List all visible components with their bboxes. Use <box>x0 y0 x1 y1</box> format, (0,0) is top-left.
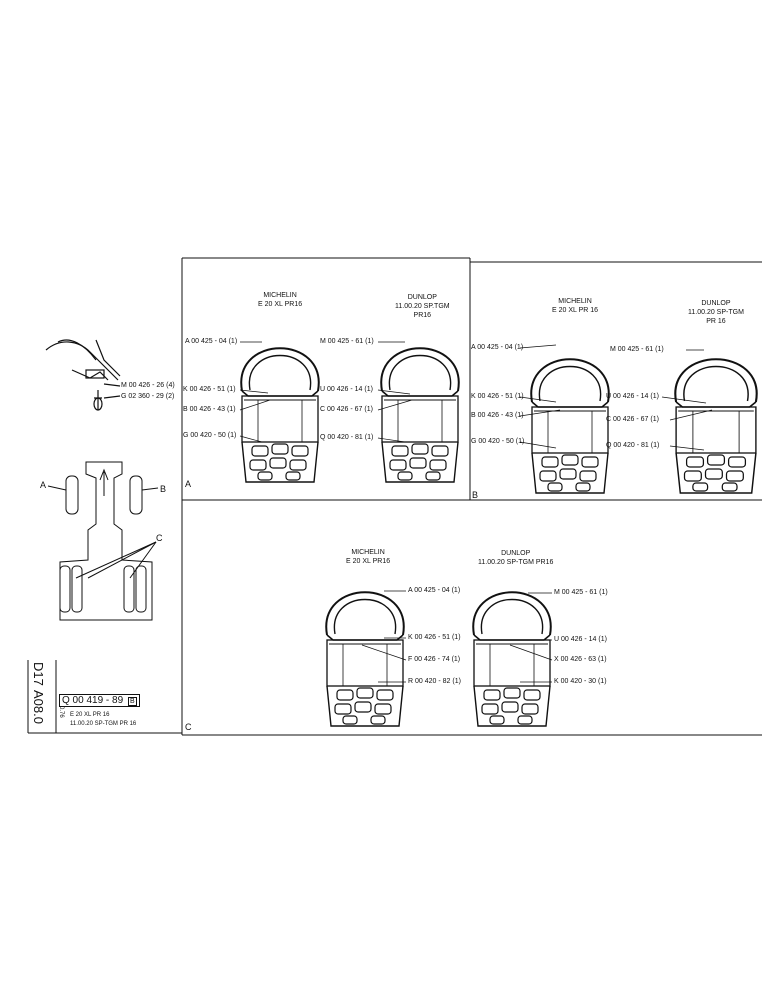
valve-label-1: M 00 426 - 26 (4) <box>121 382 175 389</box>
tire-c-dunlop <box>472 591 552 727</box>
vehicle-letter-a: A <box>40 480 47 490</box>
footer-caption-1: E 20 XL PR 16 <box>70 712 110 718</box>
b-label-2: K 00 426 - 51 (1) <box>471 393 524 400</box>
a-label-4: G 00 420 - 50 (1) <box>183 432 237 439</box>
a-label-7: C 00 426 - 67 (1) <box>320 406 373 413</box>
a-label-1: A 00 425 - 04 (1) <box>185 338 238 345</box>
c-label-1: A 00 425 - 04 (1) <box>408 587 461 594</box>
valve-label-2: G 02 360 - 29 (2) <box>121 393 175 400</box>
a-label-8: Q 00 420 - 81 (1) <box>320 434 374 441</box>
leaders-b <box>519 344 713 451</box>
c-label-6: U 00 426 - 14 (1) <box>554 636 607 643</box>
b-label-1: A 00 425 - 04 (1) <box>471 344 524 351</box>
tire-a-michelin <box>240 347 320 483</box>
b-label-4: G 00 420 - 50 (1) <box>471 438 525 445</box>
a-label-2: K 00 426 - 51 (1) <box>183 386 236 393</box>
tire-c-michelin <box>325 591 405 727</box>
section-label-b: B <box>472 490 479 500</box>
c-label-2: K 00 426 - 51 (1) <box>408 634 461 641</box>
b-label-8: Q 00 420 - 81 (1) <box>606 442 660 449</box>
footer-caption-2: 11.00.20 SP-TGM PR 16 <box>70 721 137 727</box>
c-label-7: X 00 426 - 63 (1) <box>554 656 607 663</box>
footer-small: 0.76 <box>58 706 64 718</box>
b-label-7: C 00 426 - 67 (1) <box>606 416 659 423</box>
part-box-mark: B <box>127 697 137 706</box>
footer-code-1: D17 <box>31 662 46 686</box>
footer-code-2: A08.0 <box>31 690 46 724</box>
valve-sketch <box>45 339 121 411</box>
section-label-c: C <box>185 722 192 732</box>
c-label-4: R 00 420 - 82 (1) <box>408 678 461 685</box>
c-label-5: M 00 425 - 61 (1) <box>554 589 608 596</box>
vehicle-plan <box>47 461 159 621</box>
a-label-6: U 00 426 - 14 (1) <box>320 386 373 393</box>
leaders-c <box>361 590 553 683</box>
section-label-a: A <box>185 479 192 489</box>
tire-b-dunlop <box>674 358 758 495</box>
part-number: Q 00 419 - 89 B <box>59 694 140 707</box>
b-label-5: M 00 425 - 61 (1) <box>610 346 664 353</box>
c-label-3: F 00 426 - 74 (1) <box>408 656 461 663</box>
tire-a-dunlop <box>380 347 460 483</box>
a-label-5: M 00 425 - 61 (1) <box>320 338 374 345</box>
a-label-3: B 00 426 - 43 (1) <box>183 406 236 413</box>
b-label-3: B 00 426 - 43 (1) <box>471 412 524 419</box>
vehicle-letter-c: C <box>156 533 163 543</box>
tire-b-michelin <box>530 358 610 494</box>
frame-lines <box>27 257 762 736</box>
vehicle-letter-b: B <box>160 484 167 494</box>
leaders-a <box>239 341 413 443</box>
b-label-6: U 00 426 - 14 (1) <box>606 393 659 400</box>
c-label-8: K 00 420 - 30 (1) <box>554 678 607 685</box>
